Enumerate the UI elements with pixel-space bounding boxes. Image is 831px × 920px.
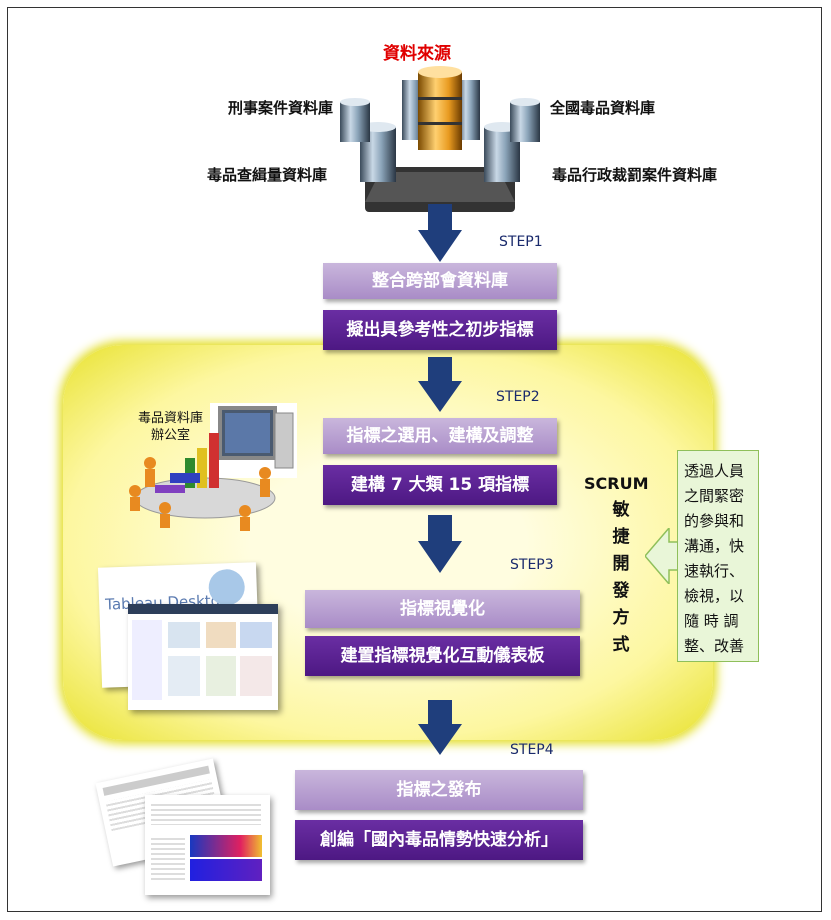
- scrum-char: 式: [612, 635, 630, 655]
- db-label-criminal: 刑事案件資料庫: [228, 99, 334, 117]
- office-label: 毒品資料庫 辦公室: [138, 410, 203, 444]
- scrum-method-text: 敏捷開發方式: [611, 497, 631, 659]
- office-label-line1: 毒品資料庫: [138, 411, 204, 426]
- report-chart-image: [145, 795, 270, 895]
- step2-title-box: 指標之選用、建構及調整: [323, 418, 557, 454]
- note-line: 之間緊密: [684, 487, 745, 505]
- scrum-char: 方: [612, 608, 630, 628]
- scrum-char: 開: [612, 554, 630, 574]
- step4-title-box: 指標之發布: [295, 770, 583, 810]
- data-source-title: 資料來源: [383, 44, 451, 64]
- step2-subtitle-box: 建構 7 大類 15 項指標: [323, 465, 557, 505]
- note-line: 隨 時 調: [684, 612, 739, 630]
- step4-subtitle-box: 創編「國內毒品情勢快速分析」: [295, 820, 583, 860]
- scrum-note-box: 透過人員之間緊密的參與和溝通，快速執行、檢視，以隨 時 調整、改善: [677, 450, 759, 662]
- step3-subtitle-box: 建置指標視覺化互動儀表板: [305, 636, 580, 676]
- step-label: STEP2: [496, 389, 540, 405]
- note-line: 溝通，快: [684, 537, 745, 555]
- arrow-down-icon: [418, 204, 462, 262]
- meeting-office-illustration: [129, 403, 297, 531]
- step3-title-box: 指標視覺化: [305, 590, 580, 628]
- note-line: 的參與和: [684, 512, 745, 530]
- note-line: 檢視，以: [684, 587, 745, 605]
- tableau-dashboard-image: [128, 604, 278, 710]
- note-line: 整、改善: [684, 637, 745, 655]
- scrum-title: SCRUM: [584, 474, 649, 493]
- office-label-line2: 辦公室: [151, 428, 191, 443]
- database-servers-illustration: [340, 66, 540, 212]
- arrow-down-icon: [418, 515, 462, 573]
- scrum-char: 發: [612, 581, 630, 601]
- step-label: STEP1: [499, 234, 543, 250]
- step1-subtitle-box: 擬出具參考性之初步指標: [323, 310, 557, 350]
- db-label-seizure: 毒品查緝量資料庫: [207, 166, 328, 184]
- note-line: 透過人員: [684, 462, 745, 480]
- arrow-down-icon: [418, 700, 462, 755]
- scrum-char: 敏: [612, 500, 630, 520]
- diagram-frame: [7, 7, 822, 912]
- step-label: STEP3: [510, 557, 554, 573]
- arrow-down-icon: [418, 357, 462, 412]
- db-label-national: 全國毒品資料庫: [550, 99, 656, 117]
- callout-arrow-icon: [645, 528, 685, 584]
- scrum-char: 捷: [612, 527, 630, 547]
- note-line: 速執行、: [684, 562, 745, 580]
- step-label: STEP4: [510, 742, 554, 758]
- db-label-admin: 毒品行政裁罰案件資料庫: [552, 166, 718, 184]
- step1-title-box: 整合跨部會資料庫: [323, 263, 557, 299]
